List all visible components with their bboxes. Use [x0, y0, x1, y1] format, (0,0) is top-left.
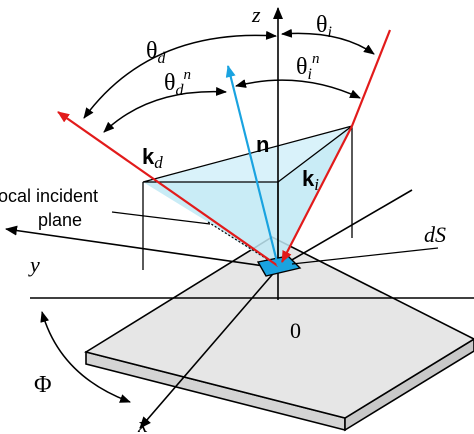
labels: z y x θd θi θdn θin n kd ki local incide…: [0, 2, 446, 434]
k-d-label: kd: [142, 144, 163, 172]
x-axis-back: [277, 189, 413, 269]
angle-arcs: [40, 28, 375, 403]
surface-element-label: dS: [424, 222, 446, 247]
theta-in-label: θin: [296, 51, 319, 83]
z-axis-label: z: [251, 2, 261, 27]
plate-top: [83, 236, 474, 419]
surface-plate: [83, 236, 474, 432]
coordinate-axes: [5, 7, 474, 429]
incident-ray-k: [281, 125, 353, 263]
surface-element-leader: [291, 247, 439, 265]
origin-label: 0: [290, 318, 301, 343]
local-plane-leader: [111, 211, 211, 225]
y-axis-label: y: [28, 252, 40, 277]
local-plane-label-line2: plane: [38, 210, 82, 230]
k-i-label: ki: [302, 166, 319, 194]
scattered-ray: [57, 111, 279, 267]
theta-d-label: θd: [146, 38, 167, 67]
x-axis-label: x: [137, 412, 148, 434]
incident-ray: [350, 29, 392, 127]
arc-theta-dn: [103, 86, 227, 133]
theta-dn-label: θdn: [164, 67, 191, 99]
y-axis: [5, 225, 279, 269]
arc-theta-d: [83, 30, 277, 119]
azimuth-label: Φ: [34, 372, 52, 398]
theta-i-label: θi: [316, 12, 332, 41]
x-axis: [139, 267, 279, 429]
arc-theta-i: [281, 28, 375, 55]
arc-theta-in: [235, 79, 361, 99]
normal-vector-label: n: [256, 132, 269, 157]
arc-phi: [40, 311, 131, 403]
prism-top-face: [142, 125, 353, 183]
local-plane-label-line1: local incident: [0, 186, 98, 206]
